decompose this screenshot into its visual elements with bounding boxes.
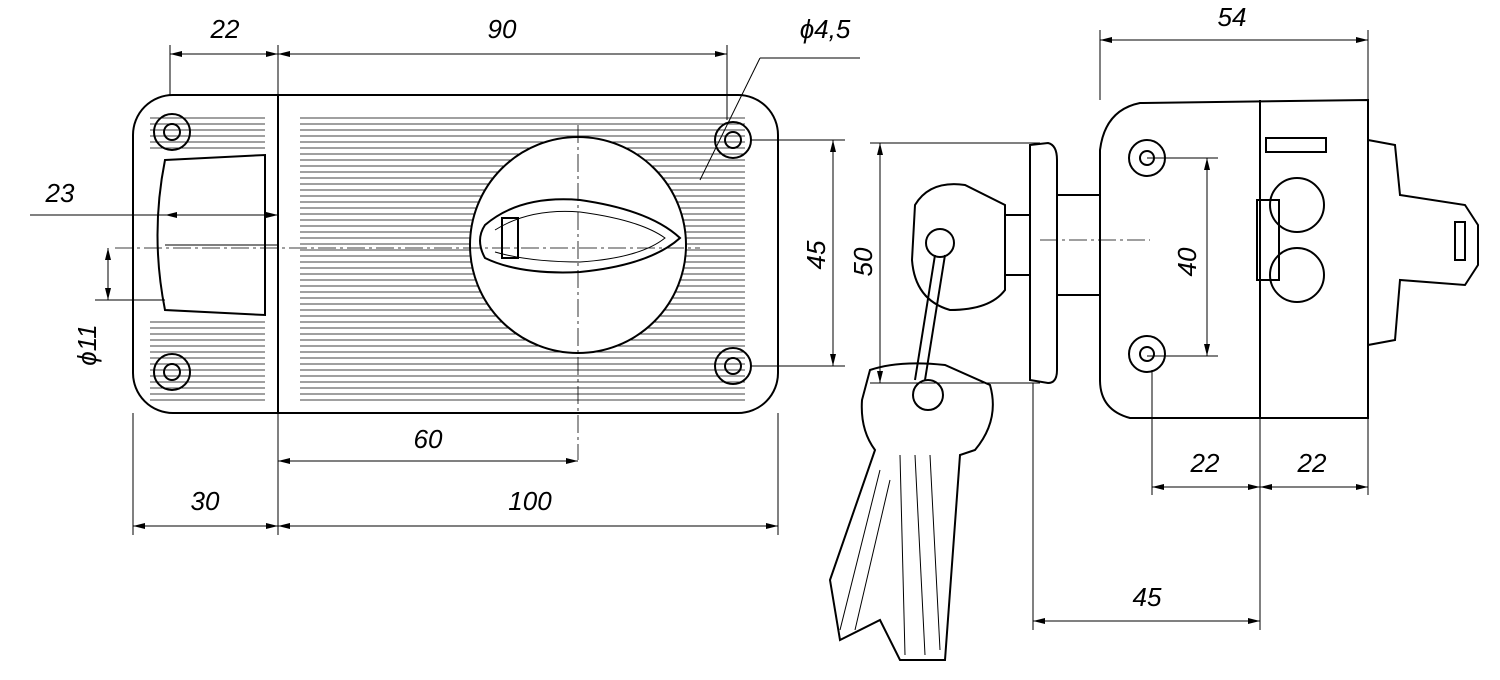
lock-front-view — [115, 94, 779, 460]
knob-handle — [479, 198, 682, 274]
dim-label: ϕ4,5 — [800, 14, 851, 44]
key-blade-lines — [839, 454, 941, 656]
key-ring — [914, 254, 946, 381]
dim-label: 22 — [1190, 448, 1220, 478]
dim-label: 22 — [210, 14, 240, 44]
dim-label: 45 — [801, 240, 831, 269]
key-hole — [912, 379, 944, 411]
knob-handle-inner — [494, 210, 666, 263]
dim-label: 100 — [508, 486, 552, 516]
key-bunch — [828, 362, 994, 661]
bolt-outline — [156, 153, 266, 317]
key-head — [910, 183, 1006, 312]
dim-label: 30 — [191, 486, 220, 516]
dim-label: ϕ11 — [72, 324, 102, 365]
bolt-circle — [1269, 177, 1325, 233]
side-body-outline — [1099, 98, 1369, 419]
lock-side-view — [1029, 98, 1479, 419]
mount-hole — [153, 353, 191, 391]
dim-label: 90 — [488, 14, 517, 44]
dim-label: 40 — [1172, 247, 1202, 276]
dim-label: 45 — [1133, 582, 1162, 612]
key-slot — [501, 217, 519, 259]
dimension-lines — [30, 30, 1369, 630]
dimension-labels: 22 90 ϕ4,5 23 ϕ11 45 60 30 100 50 40 54 … — [45, 2, 1327, 612]
key-blade-stub — [1005, 214, 1031, 276]
mount-hole-inner — [1139, 346, 1155, 362]
mount-hole — [1128, 335, 1166, 373]
bolt-bracket — [1256, 199, 1280, 281]
mount-hole-inner — [724, 131, 742, 149]
mount-hole-inner — [724, 357, 742, 375]
inner-knob — [1367, 138, 1479, 347]
mount-hole-inner — [163, 363, 181, 381]
keys — [828, 183, 1031, 661]
mount-hole — [153, 113, 191, 151]
lock-body-outline — [132, 94, 779, 414]
dim-label: 22 — [1297, 448, 1327, 478]
dim-label: 54 — [1218, 2, 1247, 32]
cylinder-flange — [1029, 141, 1058, 385]
inner-knob-slot — [1454, 221, 1466, 261]
key-hole — [925, 228, 955, 258]
dim-label: 50 — [848, 247, 878, 276]
indicator-window — [1265, 137, 1327, 153]
bolt-circle — [1269, 247, 1325, 303]
dim-label: 60 — [414, 424, 443, 454]
cylinder-body — [1056, 194, 1101, 296]
mount-hole-inner — [163, 123, 181, 141]
dim-label: 23 — [45, 178, 75, 208]
mount-hole — [714, 121, 752, 159]
mount-hole — [714, 347, 752, 385]
